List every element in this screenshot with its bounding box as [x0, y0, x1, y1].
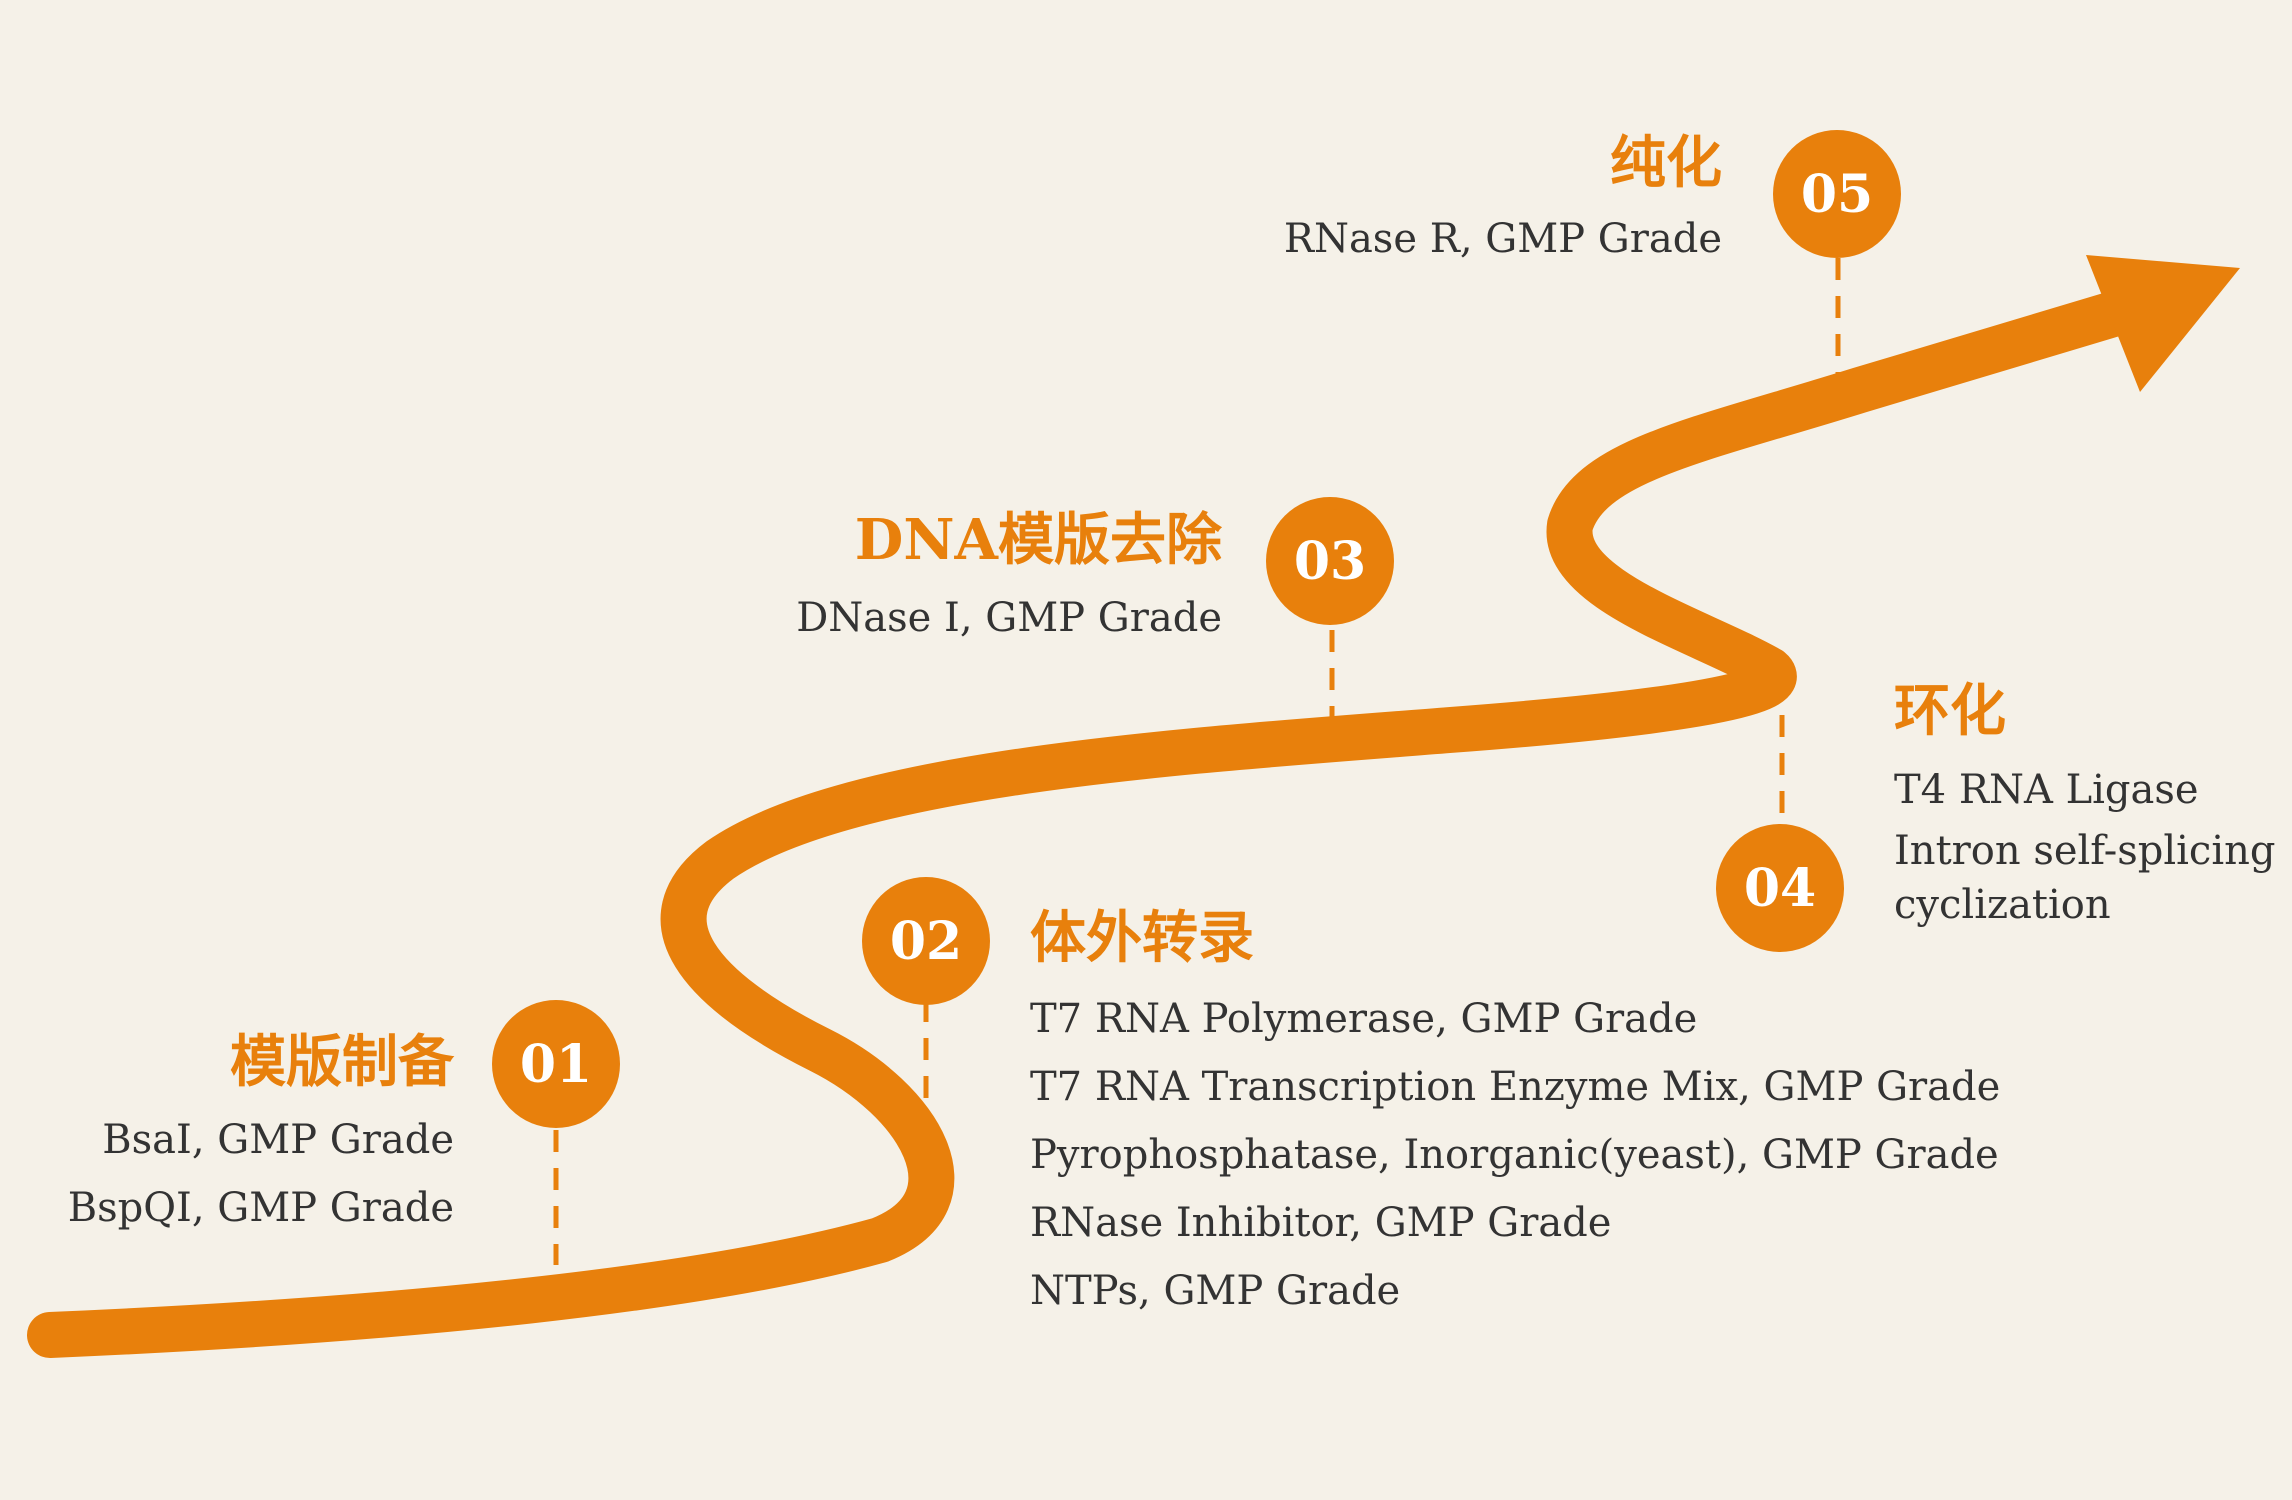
step-03-badge: 03	[1266, 497, 1394, 625]
step-02-title: 体外转录	[1030, 905, 1254, 971]
step-04-title: 环化	[1894, 678, 2006, 744]
arrow-head-icon	[2086, 255, 2240, 392]
step-04-item: cyclization	[1894, 882, 2111, 928]
step-05-items: RNase R, GMP Grade	[1284, 205, 1722, 273]
step-01-item: BsaI, GMP Grade	[102, 1117, 454, 1163]
step-03-items: DNase I, GMP Grade	[796, 584, 1222, 652]
step-03-item: DNase I, GMP Grade	[796, 595, 1222, 641]
step-04-badge: 04	[1716, 824, 1844, 952]
step-01-item: BspQI, GMP Grade	[67, 1185, 454, 1231]
step-05-item: RNase R, GMP Grade	[1283, 216, 1722, 262]
step-05-title: 纯化	[1610, 130, 1722, 196]
step-03-title: DNA模版去除	[854, 507, 1222, 573]
step-02-item: T7 RNA Polymerase, GMP Grade	[1030, 996, 1698, 1042]
step-02-items: T7 RNA Polymerase, GMP Grade T7 RNA Tran…	[1030, 985, 2000, 1325]
step-04-items: T4 RNA Ligase Intron self-splicing cycli…	[1894, 756, 2275, 932]
step-04-item: Intron self-splicing	[1894, 828, 2276, 874]
step-01-title: 模版制备	[230, 1029, 454, 1095]
flow-curve	[27, 292, 2133, 1358]
step-02-item: NTPs, GMP Grade	[1030, 1268, 1401, 1314]
step-05-badge: 05	[1773, 130, 1901, 258]
step-02-item: Pyrophosphatase, Inorganic(yeast), GMP G…	[1030, 1132, 1999, 1178]
step-04-item: T4 RNA Ligase	[1894, 767, 2199, 813]
step-01-badge: 01	[492, 1000, 620, 1128]
step-02-item: RNase Inhibitor, GMP Grade	[1030, 1200, 1612, 1246]
step-02-badge: 02	[862, 877, 990, 1005]
step-02-item: T7 RNA Transcription Enzyme Mix, GMP Gra…	[1030, 1064, 2001, 1110]
step-01-items: BsaI, GMP Grade BspQI, GMP Grade	[68, 1106, 454, 1242]
